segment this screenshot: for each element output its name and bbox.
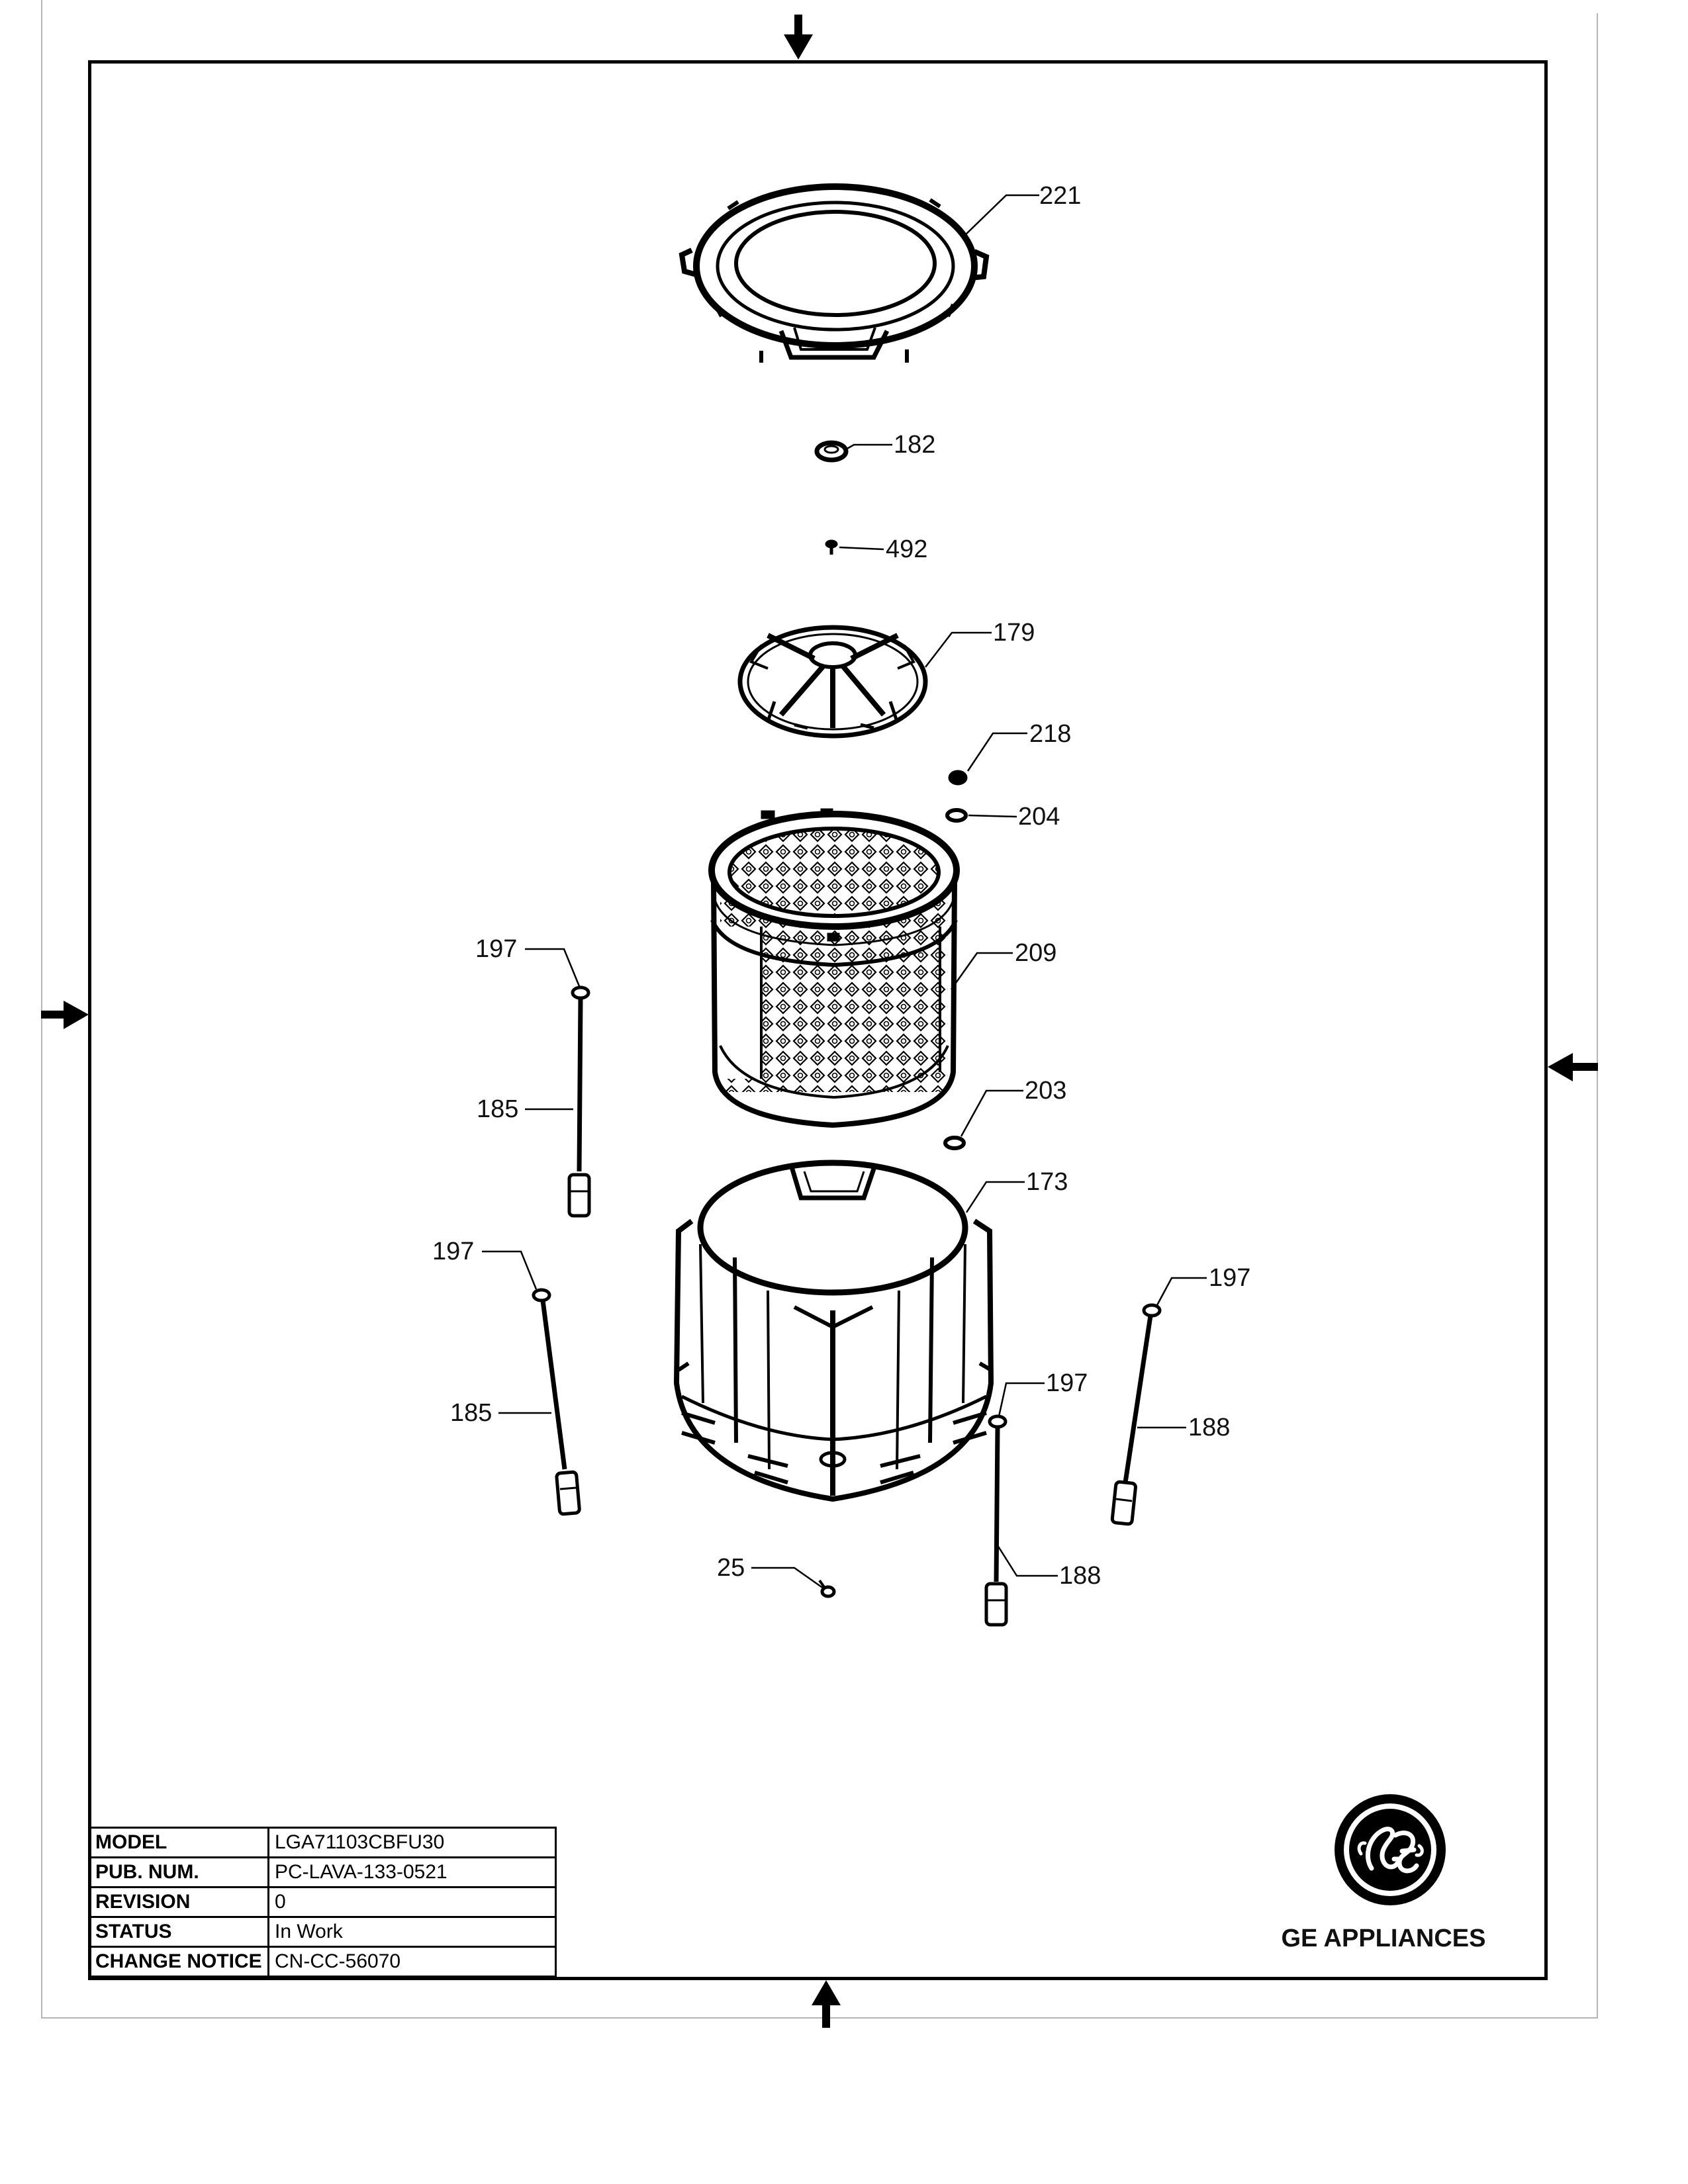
callout-203: 203 (1025, 1077, 1066, 1105)
brand-name: GE APPLIANCES (1281, 1925, 1486, 1952)
callout-209: 209 (1015, 939, 1056, 967)
part-209-wash-basket (708, 808, 960, 1128)
part-218-cap (948, 770, 968, 786)
callout-25: 25 (717, 1554, 745, 1582)
model-label: MODEL (88, 1827, 269, 1858)
page-edge-bottom (41, 2017, 1598, 2019)
part-25-screw (818, 1579, 836, 1598)
callout-185-lower: 185 (450, 1399, 492, 1427)
change-notice-value: CN-CC-56070 (267, 1946, 557, 1978)
callout-173: 173 (1026, 1168, 1068, 1196)
center-mark-left-arrow (41, 1001, 89, 1029)
center-mark-top-arrow (784, 15, 813, 60)
title-block-table: MODEL LGA71103CBFU30 PUB. NUM. PC-LAVA-1… (88, 1827, 557, 1978)
callout-221: 221 (1039, 182, 1081, 210)
revision-value: 0 (267, 1886, 557, 1918)
title-block-row: PUB. NUM. PC-LAVA-133-0521 (88, 1856, 557, 1888)
callout-188-right: 188 (1188, 1414, 1230, 1441)
callout-218: 218 (1029, 720, 1071, 748)
title-block-row: MODEL LGA71103CBFU30 (88, 1827, 557, 1858)
pub-num-label: PUB. NUM. (88, 1856, 269, 1888)
callout-179: 179 (993, 619, 1035, 647)
callout-197-lower-left: 197 (432, 1238, 474, 1265)
callout-197-center: 197 (1046, 1369, 1088, 1397)
change-notice-label: CHANGE NOTICE (88, 1946, 269, 1978)
title-block-row: CHANGE NOTICE CN-CC-56070 (88, 1946, 557, 1978)
page-edge-right (1597, 13, 1598, 2019)
title-block-row: STATUS In Work (88, 1916, 557, 1948)
model-value: LGA71103CBFU30 (267, 1827, 557, 1858)
callout-182: 182 (894, 431, 935, 459)
callout-188-center: 188 (1059, 1562, 1101, 1590)
callout-leader-lines (482, 194, 1207, 1590)
center-mark-right-arrow (1548, 1053, 1598, 1081)
part-188-suspension-rod-right-inner (984, 1414, 1008, 1627)
part-204-washer (945, 808, 968, 823)
part-203-washer (943, 1136, 966, 1150)
ge-monogram-icon (1335, 1794, 1446, 1905)
part-188-suspension-rod-right-outer (1110, 1303, 1162, 1526)
pub-num-value: PC-LAVA-133-0521 (267, 1856, 557, 1888)
page-edge-left (41, 0, 42, 2019)
callout-197-upper-left: 197 (475, 935, 517, 963)
callout-492: 492 (886, 535, 927, 563)
part-185-suspension-rod-left-upper (567, 985, 591, 1218)
part-492-screw (825, 539, 838, 555)
drawing-frame (88, 60, 1548, 1980)
part-185-suspension-rod-left-lower (532, 1288, 581, 1516)
callout-185-upper: 185 (477, 1095, 518, 1123)
center-mark-bottom-arrow (812, 1980, 841, 2028)
callout-197-right: 197 (1209, 1264, 1250, 1292)
part-173-outer-tub (673, 1160, 994, 1502)
part-221-tub-ring (679, 183, 990, 363)
part-182-retainer (814, 440, 849, 463)
revision-label: REVISION (88, 1886, 269, 1918)
status-label: STATUS (88, 1916, 269, 1948)
status-value: In Work (267, 1916, 557, 1948)
part-179-pulsator (737, 625, 928, 739)
callout-204: 204 (1018, 803, 1060, 831)
title-block-row: REVISION 0 (88, 1886, 557, 1918)
